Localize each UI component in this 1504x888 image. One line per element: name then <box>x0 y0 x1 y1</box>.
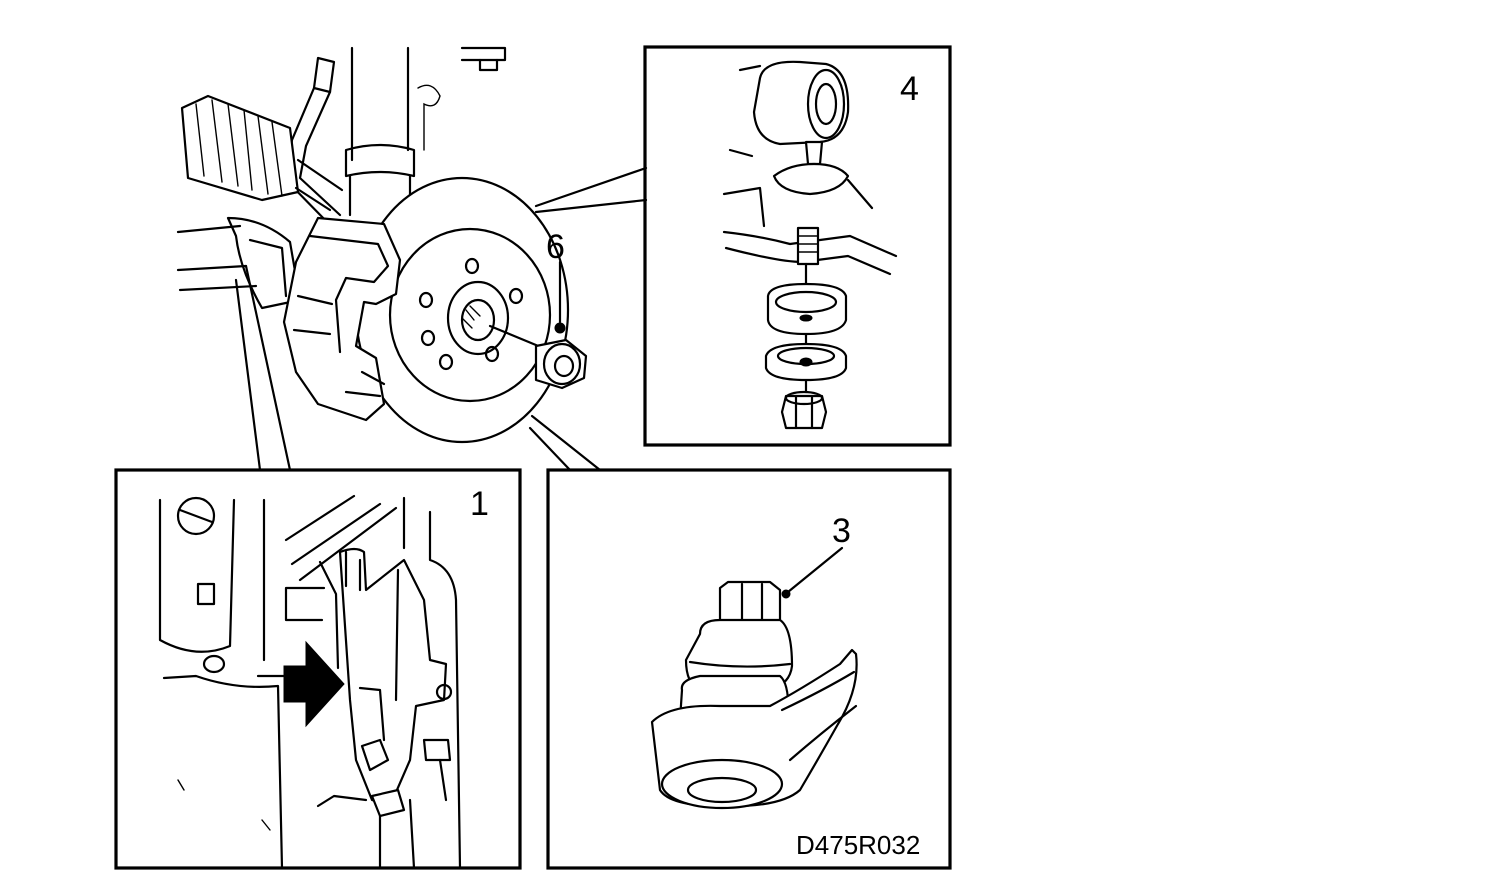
brake-caliper <box>282 216 402 422</box>
ball-joint <box>678 580 794 722</box>
callout-1: 1 <box>470 485 489 523</box>
direction-arrow <box>283 640 345 728</box>
wheel-hub-assembly <box>176 46 648 472</box>
hub-nut <box>534 260 588 390</box>
lock-nut <box>780 390 828 430</box>
callout-4: 4 <box>900 70 919 108</box>
body-panel <box>158 496 288 870</box>
drawing-code: D475R032 <box>796 830 920 860</box>
leader-to-inset-1 <box>234 264 292 472</box>
callout-3-leader <box>786 546 844 594</box>
stabilizer-link <box>728 60 850 196</box>
callout-3: 3 <box>832 512 851 550</box>
control-arm-section <box>722 178 898 276</box>
inset-frame-3: 3 D475R032 <box>546 468 952 870</box>
wheel-bolt-holes <box>418 257 524 371</box>
cross-member <box>176 216 302 310</box>
brake-disc <box>354 176 570 444</box>
leader-to-inset-3 <box>528 414 602 472</box>
inset-frame-4: 4 <box>643 45 952 447</box>
steering-rack-bellows <box>180 94 344 212</box>
rubber-bushing-lower <box>764 342 848 382</box>
rubber-bushing-upper <box>766 282 848 336</box>
callout-6: 6 <box>546 228 565 266</box>
strut-leg <box>344 46 507 217</box>
inset-frame-1: 1 <box>114 468 522 870</box>
leader-to-inset-4 <box>534 166 648 214</box>
lower-control-arm <box>650 648 858 810</box>
brake-backing-parts <box>284 494 462 870</box>
